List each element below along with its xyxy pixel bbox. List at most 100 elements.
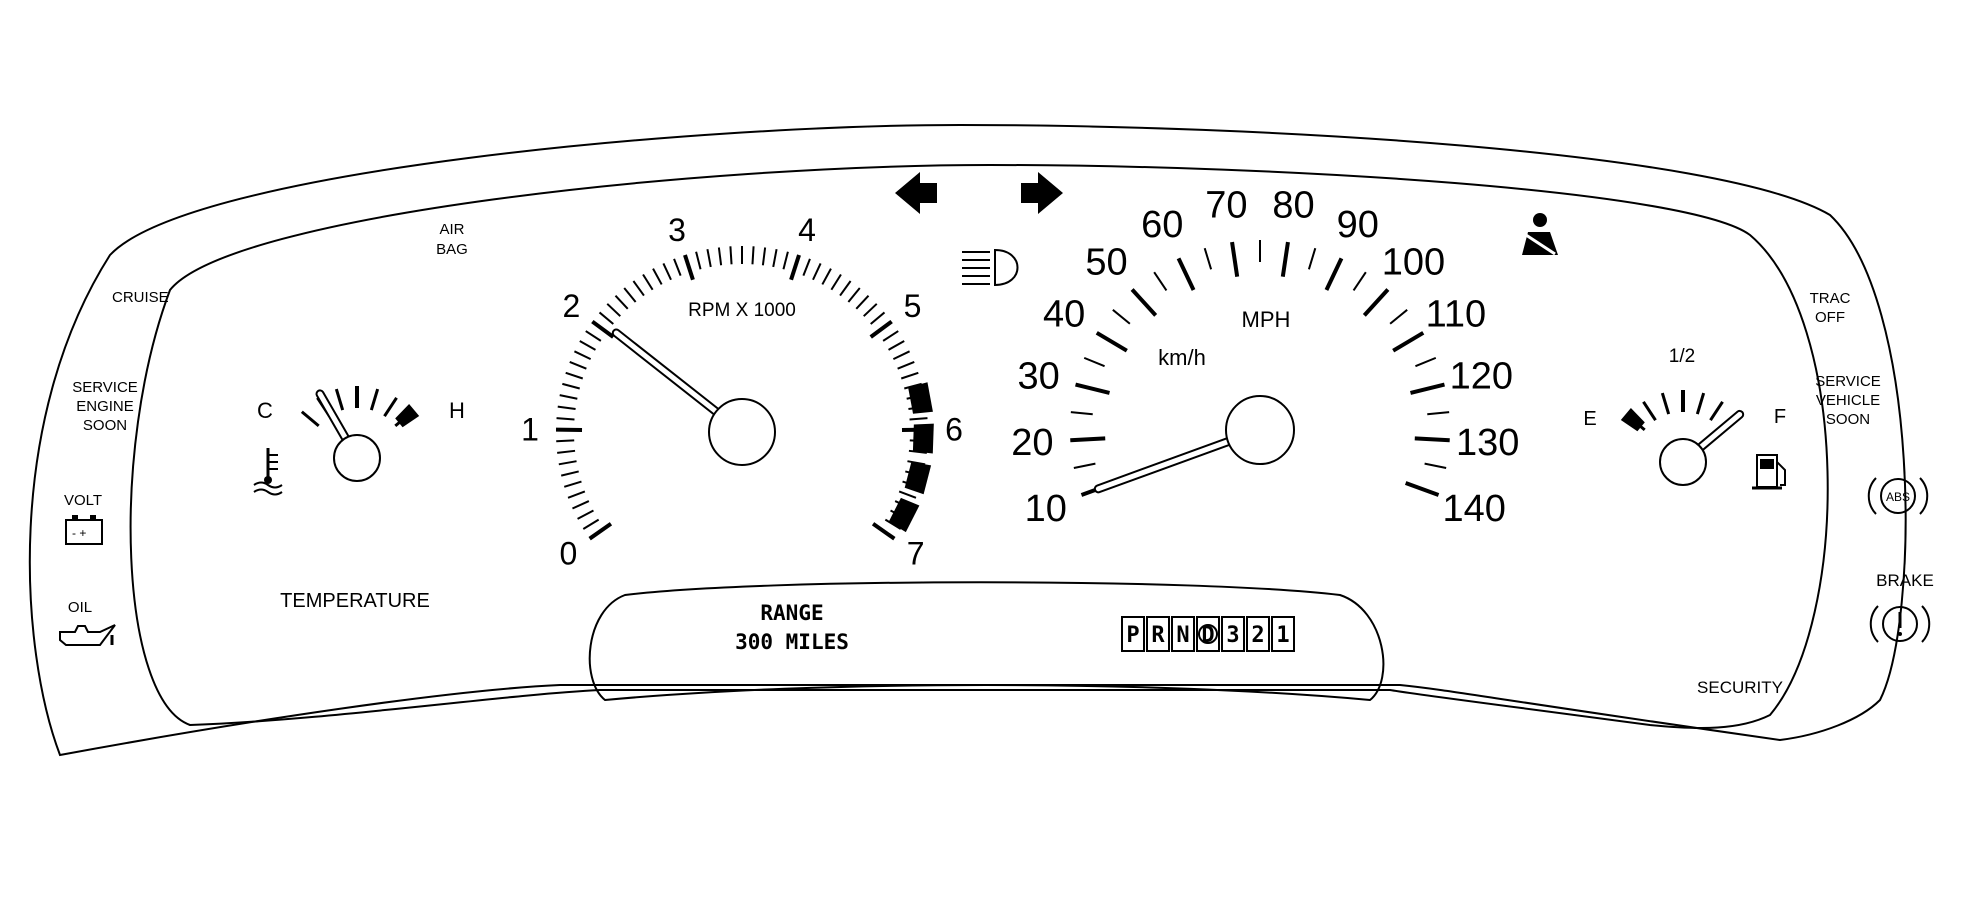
range-value: 300 MILES — [735, 630, 849, 654]
gear-letter: N — [1176, 623, 1189, 648]
tach-minor-tick — [772, 249, 778, 268]
temp-gauge-tick — [369, 388, 380, 411]
fuel-gauge-hub — [1659, 438, 1707, 486]
speedo-tick-label: 50 — [1085, 241, 1127, 283]
tach-minor-tick — [556, 439, 575, 443]
tach-tick-label: 3 — [668, 212, 686, 248]
speedo-minor-tick — [1389, 309, 1408, 325]
tach-minor-tick — [572, 500, 590, 510]
gear-box — [1271, 616, 1295, 652]
temp-gauge-hub — [333, 434, 381, 482]
fuel-half-label: 1/2 — [1669, 346, 1695, 367]
tach-minor-tick — [812, 263, 822, 281]
speedo-minor-tick — [1203, 247, 1213, 270]
temperature-caption: TEMPERATURE — [280, 590, 430, 612]
gear-box — [1196, 616, 1220, 652]
gear-letter: 3 — [1226, 623, 1239, 648]
tach-minor-tick — [562, 382, 580, 390]
tach-minor-tick — [855, 294, 870, 310]
speedo-minor-tick — [1307, 247, 1317, 270]
speedo-major-tick — [1410, 382, 1445, 395]
speedo-major-tick — [1095, 331, 1128, 353]
tach-minor-tick — [892, 350, 911, 361]
gear-box — [1171, 616, 1195, 652]
fuel-gauge — [1620, 390, 1745, 486]
fuel-gauge-tick — [1709, 401, 1724, 422]
outer-bezel — [28, 123, 1907, 757]
display-housing — [588, 581, 1385, 702]
speedo-minor-tick — [1153, 271, 1168, 292]
tach-minor-tick — [673, 258, 682, 276]
speedo-minor-tick — [1352, 271, 1367, 292]
temp-hot-label: H — [449, 398, 465, 423]
speedo-tick-label: 90 — [1337, 204, 1379, 246]
tach-minor-tick — [909, 417, 928, 421]
tach-minor-tick — [888, 340, 905, 351]
speedo-tick-label: 120 — [1450, 355, 1513, 397]
fuel-gauge-tick — [1695, 392, 1706, 415]
tach-tick-label: 6 — [945, 411, 963, 447]
speedo-tick-label: 100 — [1382, 241, 1445, 283]
tach-redline-segment — [912, 423, 934, 454]
fuel-pump-icon — [1752, 454, 1786, 490]
tach-tick-label: 5 — [904, 288, 922, 324]
brake-warning-icon — [1869, 605, 1931, 643]
cruise-label: CRUISE — [112, 289, 169, 306]
tach-minor-tick — [569, 360, 587, 370]
tach-minor-tick — [579, 340, 596, 351]
speedo-major-tick — [1130, 288, 1158, 317]
range-title: RANGE — [760, 601, 823, 625]
speedo-major-tick — [1176, 257, 1196, 291]
speedo-major-tick — [1075, 382, 1110, 395]
tach-major-tick — [683, 254, 695, 281]
gear-box — [1246, 616, 1270, 652]
oil-can-icon — [59, 624, 116, 646]
speedo-tick-label: 40 — [1043, 293, 1085, 335]
gear-box — [1146, 616, 1170, 652]
speedo-tick-label: 140 — [1443, 488, 1506, 530]
tach-minor-tick — [900, 371, 919, 380]
speedo-tick-label: 60 — [1141, 204, 1183, 246]
tach-minor-tick — [573, 350, 592, 361]
speedo-major-tick — [1070, 436, 1106, 443]
speedometer-unit-secondary: km/h — [1158, 345, 1206, 370]
tach-major-tick — [871, 522, 896, 541]
tach-tick-label: 2 — [563, 288, 581, 324]
tach-caption: RPM X 1000 — [688, 300, 796, 321]
air-bag-line2: BAG — [436, 241, 468, 258]
tach-redline-segment — [908, 382, 933, 414]
tach-minor-tick — [614, 294, 629, 310]
gear-letter: R — [1151, 623, 1165, 648]
tach-major-tick — [869, 319, 893, 339]
tach-redline-segment — [904, 461, 932, 495]
tach-tick-label: 1 — [521, 411, 539, 447]
high-beam-icon — [962, 248, 1019, 287]
tach-minor-tick — [577, 509, 594, 520]
speedo-major-tick — [1280, 241, 1290, 277]
speedo-major-tick — [1230, 241, 1240, 277]
fuel-gauge-warning-zone — [1620, 408, 1645, 432]
speedo-tick-label: 130 — [1456, 422, 1519, 464]
tach-minor-tick — [882, 330, 899, 342]
speedo-major-tick — [1392, 331, 1425, 353]
tach-major-tick — [591, 319, 615, 339]
speedo-tick-label: 10 — [1025, 488, 1067, 530]
fuel-empty-label: E — [1583, 408, 1596, 430]
tach-minor-tick — [898, 490, 917, 499]
tach-minor-tick — [897, 360, 915, 370]
security-label: SECURITY — [1697, 678, 1783, 697]
svg-text:- +: - + — [72, 526, 86, 540]
gauge-face — [129, 163, 1829, 729]
fuel-gauge-tick — [1660, 392, 1671, 415]
tach-minor-tick — [632, 280, 645, 297]
tach-minor-tick — [560, 470, 579, 477]
temp-gauge-tick — [300, 410, 320, 428]
tach-minor-tick — [782, 251, 789, 270]
gear-box — [1221, 616, 1245, 652]
tach-minor-tick — [623, 287, 637, 303]
right-turn-arrow-icon — [1021, 172, 1063, 214]
tach-minor-tick — [559, 394, 578, 400]
tach-minor-tick — [606, 303, 621, 317]
